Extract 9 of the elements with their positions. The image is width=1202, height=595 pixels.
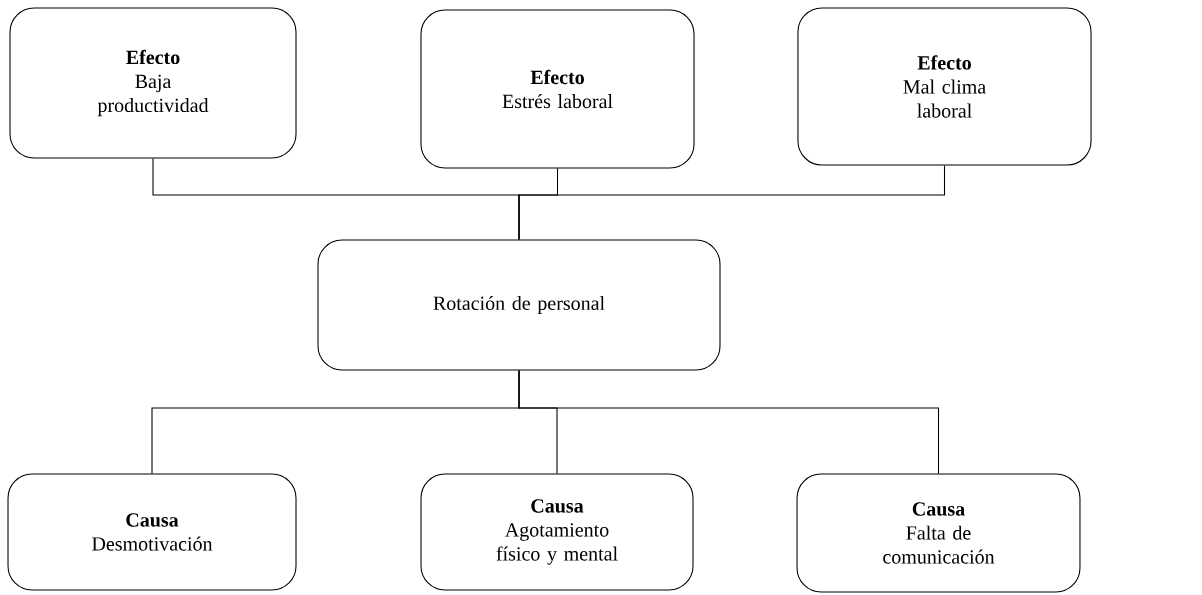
rounded-box: Efecto Mal clima laboral (797, 7, 1092, 166)
rounded-box: Efecto Estrés laboral (420, 9, 695, 169)
rounded-box: Causa Agotamiento físico y mental (420, 473, 694, 591)
rounded-box: Rotación de personal (317, 239, 721, 371)
rounded-box: Efecto Baja productividad (9, 7, 297, 159)
connector-line (518, 165, 946, 240)
connector-line (518, 370, 940, 474)
rounded-box: Causa Desmotivación (7, 473, 297, 591)
rounded-box: Causa Falta de comunicación (796, 473, 1081, 593)
